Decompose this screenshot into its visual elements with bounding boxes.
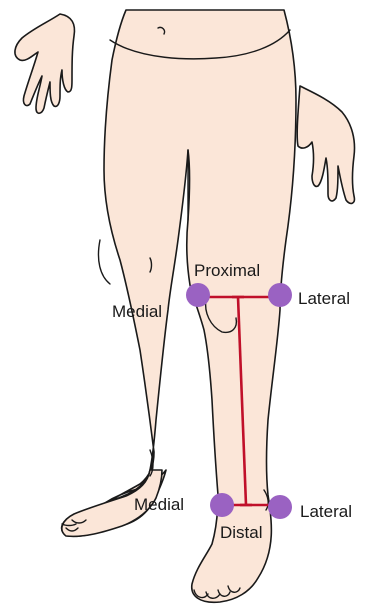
label-proximal: Proximal xyxy=(194,261,260,280)
label-lateral-top: Lateral xyxy=(298,289,350,308)
left-hand xyxy=(297,86,354,203)
right-hand xyxy=(15,14,75,113)
distal-medial-marker xyxy=(210,493,234,517)
label-lateral-bottom: Lateral xyxy=(300,502,352,521)
label-medial-top: Medial xyxy=(112,302,162,321)
proximal-lateral-marker xyxy=(268,283,292,307)
label-medial-bottom: Medial xyxy=(134,495,184,514)
label-distal: Distal xyxy=(220,523,263,542)
distal-lateral-marker xyxy=(268,495,292,519)
proximal-medial-marker xyxy=(186,283,210,307)
